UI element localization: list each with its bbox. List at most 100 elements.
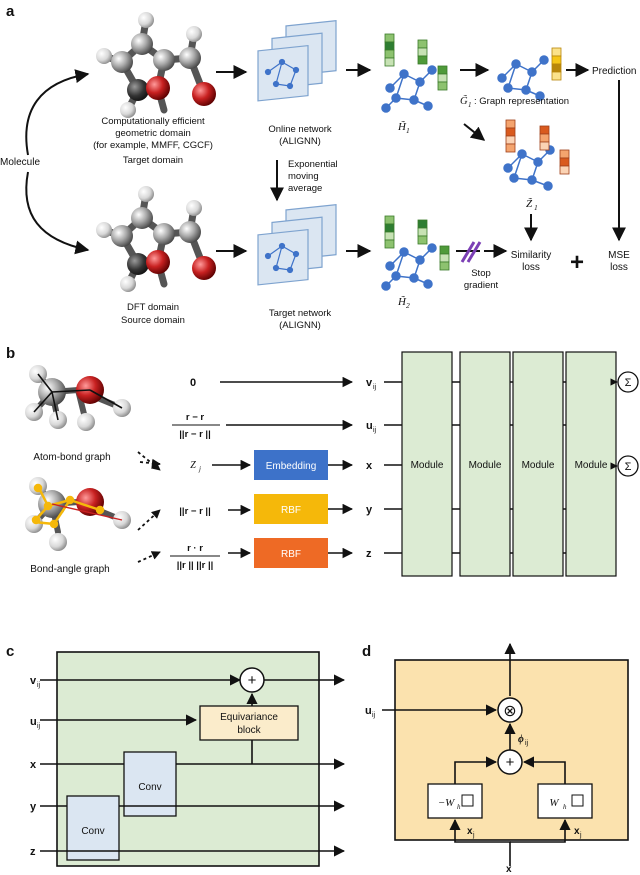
svg-text:v: v	[30, 675, 37, 687]
z1-subscript: 1	[534, 203, 538, 212]
rbf-label-2: RBF	[281, 549, 301, 560]
bond-angle-molecule	[25, 477, 131, 551]
module-2: Module	[459, 351, 511, 577]
target-domain-line4: Target domain	[123, 155, 183, 166]
input-distance: ||r − r ||	[179, 506, 211, 517]
module-1: Module	[401, 351, 453, 577]
panel-a-label: a	[6, 3, 15, 20]
atom-bond-molecule	[25, 365, 131, 431]
arrow-h1-to-z1	[463, 123, 486, 141]
ema-line3: average	[288, 183, 322, 194]
input-zero: 0	[190, 377, 196, 389]
rbf-box-1	[254, 494, 328, 524]
mse-loss-line1: MSE	[608, 250, 630, 261]
dotted-arrow-1	[137, 451, 161, 471]
svg-text:u: u	[366, 420, 373, 432]
d-x-bottom: x	[506, 864, 512, 875]
stop-gradient-line2: gradient	[464, 280, 499, 291]
input-displacement-fraction: r − r ||r − r ||	[172, 412, 220, 440]
svg-text:r · r: r · r	[187, 543, 203, 554]
svg-text:ij: ij	[37, 723, 41, 730]
svg-text:v: v	[366, 377, 373, 389]
online-network-line1: Online network	[268, 124, 332, 135]
d-xj-right-sub: j	[579, 832, 582, 839]
d-u-label: u	[365, 705, 372, 717]
d-otimes-circle	[497, 697, 523, 723]
svg-text:||r − r ||: ||r − r ||	[179, 429, 211, 440]
g1-graph	[497, 47, 562, 101]
conv-label-bottom: Conv	[81, 826, 104, 837]
panel-b: b Atom-bond graph	[6, 345, 639, 577]
h1-symbol: H̃	[397, 120, 407, 133]
svg-text:Module: Module	[575, 460, 608, 471]
module-3: Module	[512, 351, 564, 577]
target-network-line1: Target network	[269, 308, 332, 319]
d-left-weight-label: −W	[438, 797, 455, 809]
g1-subscript: 1	[468, 101, 472, 109]
source-domain-molecule	[96, 186, 216, 292]
z1-graph	[503, 119, 570, 191]
h1-subscript: 1	[406, 126, 410, 135]
d-left-to-plus	[454, 756, 498, 784]
graph-representation-label: : Graph representation	[474, 96, 569, 107]
rbf-label-1: RBF	[281, 505, 301, 516]
panel-a: a Molecule Comp	[0, 3, 636, 331]
svg-text:u: u	[30, 716, 37, 728]
dotted-arrow-4	[137, 551, 161, 563]
target-domain-line3: (for example, MMFF, CGCF)	[93, 140, 213, 151]
svg-text:z: z	[30, 846, 36, 858]
d-right-placeholder-icon	[571, 794, 584, 807]
loss-plus-sign: +	[570, 249, 584, 276]
d-x-to-right	[510, 818, 571, 843]
dotted-arrow-2	[139, 458, 161, 468]
svg-text:r − r: r − r	[186, 412, 205, 423]
svg-text:y: y	[366, 504, 373, 516]
d-left-placeholder-icon	[461, 794, 474, 807]
equivariance-block	[199, 705, 299, 741]
svg-text:ij: ij	[373, 384, 377, 391]
sum-circle-2	[617, 455, 639, 477]
target-network-line2: (ALIGNN)	[279, 320, 321, 331]
d-right-weight-sub: h	[563, 803, 567, 811]
panel-d: d u ij ⊗ ϕ ij + −W h W h x j x	[362, 642, 629, 875]
stop-gradient-line1: Stop	[471, 268, 491, 279]
d-right-to-plus	[522, 756, 566, 784]
h2-graph	[381, 215, 450, 291]
svg-text:||r || ||r ||: ||r || ||r ||	[177, 560, 214, 571]
svg-text:ij: ij	[37, 682, 41, 689]
target-domain-line2: geometric domain	[115, 128, 191, 139]
ema-line2: moving	[288, 171, 319, 182]
target-domain-line1: Computationally efficient	[101, 116, 205, 127]
molecule-arrow-down	[25, 171, 90, 255]
svg-text:y: y	[30, 801, 37, 813]
d-x-to-left	[449, 818, 511, 866]
input-zj-sub: j	[198, 465, 201, 473]
module-4: Module	[565, 351, 617, 577]
svg-text:Module: Module	[411, 460, 444, 471]
embedding-box	[254, 450, 328, 480]
d-plus-symbol: +	[506, 754, 515, 771]
d-u-sub: ij	[372, 712, 376, 719]
panel-c-input-labels: v ij u ij x y z	[30, 675, 41, 858]
conv-label-top: Conv	[138, 782, 161, 793]
panel-b-label: b	[6, 345, 15, 362]
ema-line1: Exponential	[288, 159, 338, 170]
d-phi-sub: ij	[525, 740, 529, 747]
d-right-weight-label: W	[549, 797, 559, 809]
svg-text:ij: ij	[373, 427, 377, 434]
d-xj-right: x	[574, 826, 580, 837]
d-xj-left: x	[467, 826, 473, 837]
bond-angle-graph-label: Bond-angle graph	[30, 564, 110, 575]
c-plus-symbol: +	[248, 672, 257, 689]
svg-text:Module: Module	[522, 460, 555, 471]
panel-c-label: c	[6, 643, 14, 660]
sum-circle-1	[617, 371, 639, 393]
target-network-stack	[257, 204, 337, 286]
target-domain-molecule	[96, 12, 216, 118]
svg-text:Module: Module	[469, 460, 502, 471]
h2-subscript: 2	[406, 301, 410, 310]
equivariance-line1: Equivariance	[220, 712, 278, 723]
source-domain-line2: Source domain	[121, 315, 185, 326]
online-network-stack	[257, 20, 337, 102]
panel-d-label: d	[362, 643, 371, 660]
